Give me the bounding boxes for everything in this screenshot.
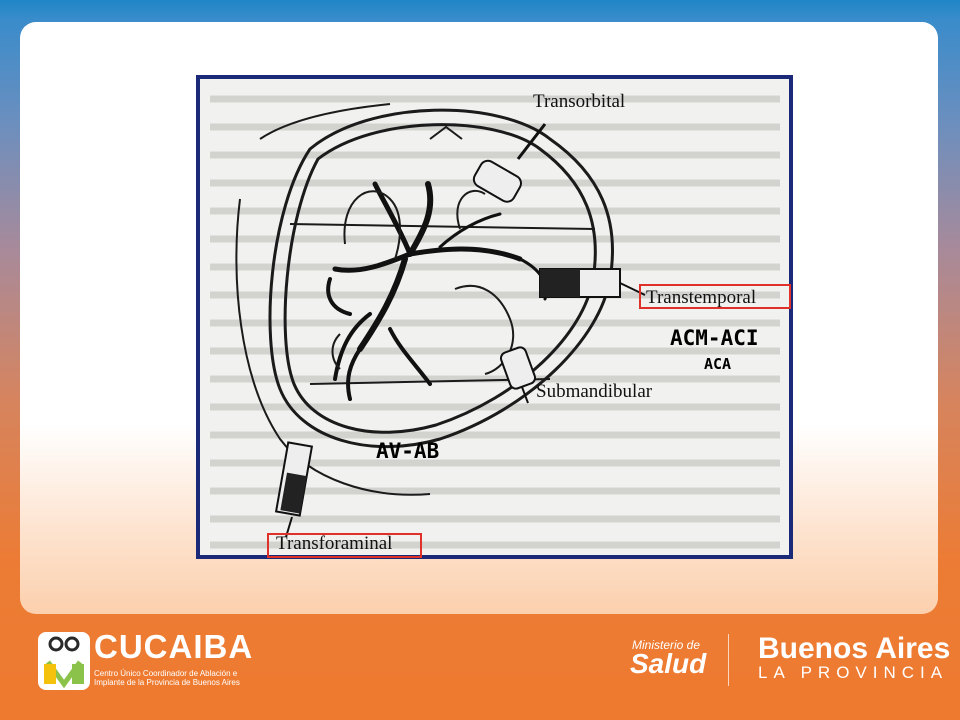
label-submandibular: Submandibular — [536, 381, 653, 402]
annotation-acm-aci: ACM-ACI — [670, 326, 759, 350]
buenos-aires-title: Buenos Aires — [758, 632, 951, 665]
transforaminal-highlight-box — [267, 533, 422, 558]
annotation-aca: ACA — [704, 355, 732, 373]
cucaiba-subtitle: Centro Único Coordinador de Ablación e I… — [94, 669, 240, 687]
probe-submandibular — [499, 346, 537, 404]
probe-transorbital — [472, 123, 547, 203]
footer-divider — [728, 634, 729, 686]
label-transforaminal: Transforaminal — [276, 533, 393, 554]
ministerio-label: Ministerio de — [632, 638, 701, 652]
skull-diagram — [210, 95, 780, 549]
probe-transforaminal — [274, 441, 314, 538]
skull-outline — [235, 103, 614, 496]
label-transorbital: Transorbital — [533, 91, 626, 112]
label-transtemporal: Transtemporal — [646, 287, 757, 308]
probe-transtemporal — [539, 268, 646, 298]
doppler-windows-figure: Transorbital Transtemporal Submandibular… — [196, 75, 793, 559]
cucaiba-logo — [38, 632, 90, 690]
transtemporal-highlight-box — [639, 284, 791, 309]
inner-structures — [331, 189, 515, 375]
la-provincia-subtitle: LA PROVINCIA — [758, 663, 949, 682]
cucaiba-title: CUCAIBA — [94, 628, 254, 665]
salud-label: Salud — [630, 648, 707, 679]
annotation-av-ab: AV-AB — [376, 439, 440, 463]
cucaiba-emblem-icon — [44, 636, 84, 689]
